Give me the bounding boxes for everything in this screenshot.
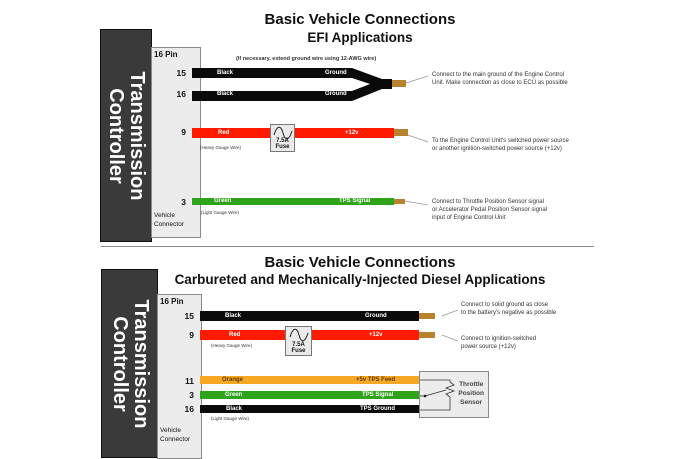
carb-wire-15: [200, 311, 419, 321]
efi-connector-footer-line2: Connector: [154, 221, 184, 228]
carb-wire-9-color: Red: [229, 332, 241, 338]
carb-note-leader-1: [441, 309, 459, 317]
fuse-symbol-icon: [289, 328, 309, 342]
efi-wire-9-color: Red: [218, 130, 230, 136]
efi-note-tps: Connect to Throttle Position Sensor sign…: [432, 199, 548, 221]
efi-wire-16-color: Black: [217, 91, 234, 97]
efi-note-power: To the Engine Control Unit's switched po…: [432, 138, 569, 152]
section-divider: [101, 246, 594, 247]
carb-fuse: 7.5A Fuse: [285, 326, 312, 356]
throttle-position-sensor: Throttle Position Sensor: [419, 371, 489, 418]
potentiometer-icon: [420, 379, 456, 411]
carb-fuse-rating: 7.5A: [292, 342, 305, 348]
carb-connector-title: 16 Pin: [160, 297, 184, 306]
efi-ground-wire-merge: [192, 68, 392, 101]
efi-wire-9-function: +12v: [345, 130, 359, 136]
carb-wire-9-tip: [419, 332, 435, 338]
carb-note-ground: Connect to solid ground as close to the …: [461, 302, 557, 316]
carb-title: Basic Vehicle Connections: [264, 254, 456, 271]
efi-note-ground: Connect to the main ground of the Engine…: [432, 72, 568, 86]
carb-vehicle-connector: 16 Pin Vehicle Connector: [157, 294, 202, 459]
efi-wire-9-gauge: (Heavy Gauge Wire): [200, 145, 242, 150]
sensor-label-line3: Sensor: [460, 399, 483, 406]
carb-wire-15-tip: [419, 313, 435, 319]
efi-note-leader-1: [405, 75, 429, 84]
efi-wire-3-function: TPS Signal: [339, 198, 371, 204]
carb-wire-16-function: TPS Ground: [360, 406, 395, 412]
carb-fuse-label: Fuse: [291, 348, 306, 354]
carb-pin-15: 15: [184, 311, 194, 321]
carb-connector-footer-line2: Connector: [160, 436, 190, 443]
efi-wire-3: [192, 198, 394, 205]
carb-wire-3: [200, 391, 419, 399]
efi-note-leader-2: [407, 134, 429, 143]
efi-ground-note: (If necessary, extend ground wire using …: [236, 56, 377, 62]
carb-note-leader-2: [441, 334, 459, 342]
efi-subtitle: EFI Applications: [307, 30, 413, 45]
carb-transmission-controller: Transmission Controller: [101, 269, 158, 458]
carb-pin-3: 3: [189, 390, 194, 400]
carb-wire-11-color: Orange: [222, 377, 244, 383]
sensor-label-line1: Throttle: [459, 381, 484, 388]
efi-vehicle-connector: 16 Pin Vehicle Connector: [151, 47, 201, 238]
efi-fuse: 7.5A Fuse: [270, 124, 295, 152]
efi-wire-9-tip: [394, 129, 408, 136]
carb-wire-11-function: +5v TPS Feed: [356, 377, 396, 383]
fuse-symbol-icon: [273, 126, 293, 140]
efi-title: Basic Vehicle Connections: [264, 11, 456, 28]
efi-connector-footer-line1: Vehicle: [154, 212, 175, 219]
efi-pin-3: 3: [181, 197, 186, 207]
efi-pin-16: 16: [176, 89, 186, 99]
efi-ground-wire-tip: [392, 80, 406, 87]
carb-wire-9-function: +12v: [369, 332, 383, 338]
carb-note-power: Connect to ignition-switched power sourc…: [461, 336, 537, 350]
carb-wire-15-color: Black: [225, 313, 242, 319]
carb-pin-11: 11: [185, 376, 194, 386]
efi-wire-15-function: Ground: [325, 70, 347, 76]
efi-wire-15-color: Black: [217, 70, 234, 76]
carb-wire-3-color: Green: [225, 392, 243, 398]
carb-pin-9: 9: [189, 330, 194, 340]
sensor-label-line2: Position: [458, 390, 484, 397]
carb-wire-3-function: TPS Signal: [362, 392, 394, 398]
carb-connector-footer-line1: Vehicle: [160, 427, 181, 434]
carb-subtitle: Carbureted and Mechanically-Injected Die…: [174, 272, 546, 287]
efi-pin-15: 15: [176, 68, 186, 78]
efi-wire-3-tip: [394, 199, 405, 204]
carb-wire-16: [200, 405, 419, 413]
carb-pin-16: 16: [184, 404, 194, 414]
efi-fuse-label: Fuse: [275, 144, 290, 150]
efi-note-leader-3: [404, 200, 429, 206]
carb-wire-16-color: Black: [226, 406, 243, 412]
efi-transmission-controller: Transmission Controller: [100, 29, 152, 242]
efi-connector-title: 16 Pin: [154, 50, 178, 59]
efi-pin-9: 9: [181, 127, 186, 137]
carb-wire-9-gauge: (Heavy Gauge Wire): [211, 343, 253, 348]
efi-wire-16-function: Ground: [325, 91, 347, 97]
carb-wire-15-function: Ground: [365, 313, 387, 319]
carb-wire-16-gauge: (Light Gauge Wire): [211, 416, 250, 421]
carb-wire-11: [200, 376, 419, 384]
efi-wire-3-gauge: (Light Gauge Wire): [201, 210, 240, 215]
efi-wire-3-color: Green: [214, 198, 232, 204]
efi-fuse-rating: 7.5A: [276, 138, 289, 144]
